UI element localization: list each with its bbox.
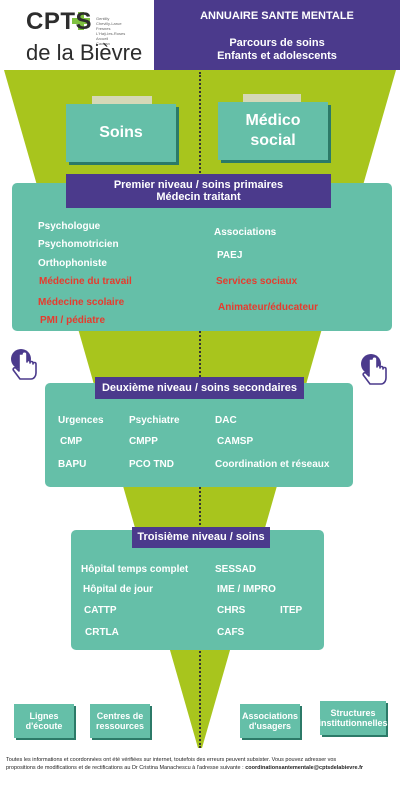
level3-item: CAFS <box>217 627 245 638</box>
footer-line-2: propositions de modifications et de rect… <box>6 764 396 772</box>
footer-disclaimer: Toutes les informations et coordonnées o… <box>6 756 396 772</box>
page-subtitle: Parcours de soins Enfants et adolescents <box>154 37 400 63</box>
level2-item: DAC <box>215 415 237 426</box>
level2-title: Deuxième niveau / soins secondaires <box>95 377 304 399</box>
level1-item: Animateur/éducateur <box>218 302 319 313</box>
pointing-hand-icon <box>11 349 37 380</box>
level1-title: Premier niveau / soins primaires Médecin… <box>66 174 331 208</box>
level2-item: CAMSP <box>217 436 254 447</box>
level2-item: Urgences <box>58 415 104 426</box>
page-title: ANNUAIRE SANTE MENTALE <box>200 10 354 22</box>
level1-item: Médecine du travail <box>39 276 132 287</box>
level3-item: ITEP <box>280 605 303 616</box>
category-medico-social: Médico social <box>218 102 328 160</box>
logo-tagline-1: Gentilly <box>96 16 110 21</box>
level3-panel <box>71 530 324 650</box>
level1-item: Orthophoniste <box>38 258 107 269</box>
level1-item: Services sociaux <box>216 276 298 287</box>
level1-title-line-1: Premier niveau / soins primaires <box>113 179 284 191</box>
level1-item: Médecine scolaire <box>38 297 125 308</box>
level3-item: Hôpital de jour <box>83 584 153 595</box>
level2-item: Coordination et réseaux <box>215 459 330 470</box>
bottom-box-centres-ressources: Centres de ressources <box>90 704 150 738</box>
subtitle-line-2: Enfants et adolescents <box>217 50 337 62</box>
page-header: ANNUAIRE SANTE MENTALE Parcours de soins… <box>154 0 400 70</box>
logo-cpts: CPTS <box>26 8 93 35</box>
bottom-box-associations-usagers: Associations d'usagers <box>240 704 300 738</box>
level2-item: CMPP <box>129 436 158 447</box>
level1-item: Psychologue <box>38 221 101 232</box>
category-medico-label-1: Médico <box>245 112 301 129</box>
level2-item: Psychiatre <box>129 415 180 426</box>
level1-item: Psychomotricien <box>38 239 119 250</box>
category-medico-label-2: social <box>250 132 296 149</box>
logo-tagline-5: Arcueil <box>96 36 109 41</box>
level2-item: BAPU <box>58 459 87 470</box>
level3-item: SESSAD <box>215 564 257 575</box>
category-soins: Soins <box>66 104 176 162</box>
level2-item: CMP <box>60 436 83 447</box>
level3-item: CRTLA <box>85 627 119 638</box>
level1-item: PAEJ <box>217 250 243 261</box>
bottom-box-structures-institutionnelles: Structures institutionnelles <box>319 701 388 735</box>
logo-tagline-3: Fresnes <box>96 26 111 31</box>
category-soins-label: Soins <box>99 124 143 141</box>
medical-cross-icon <box>72 12 90 30</box>
footer-line-2-text: propositions de modifications et de rect… <box>6 765 246 771</box>
logo-tagline-6: Cachan <box>96 41 110 46</box>
level3-item: IME / IMPRO <box>217 584 276 595</box>
level3-item: CHRS <box>217 605 246 616</box>
logo-tagline-2: Chevilly-Larue <box>96 21 122 26</box>
logo: CPTS de la Bièvre Gentilly Chevilly-Laru… <box>0 0 152 70</box>
bottom-box-lignes-ecoute: Lignes d'écoute <box>14 704 74 738</box>
subtitle-line-1: Parcours de soins <box>229 37 325 49</box>
logo-bievre: de la Bièvre <box>26 40 143 65</box>
footer-email-link[interactable]: coordinationsantementale@cptsdelabievre.… <box>245 765 364 771</box>
level3-item: CATTP <box>84 605 117 616</box>
pointing-hand-icon <box>361 354 387 385</box>
level1-title-line-2: Médecin traitant <box>156 191 241 203</box>
level2-item: PCO TND <box>129 459 174 470</box>
level2-panel <box>45 383 353 487</box>
level3-item: Hôpital temps complet <box>81 564 189 575</box>
logo-tagline-4: L'Haÿ-les-Roses <box>96 31 126 36</box>
level3-title: Troisième niveau / soins <box>132 527 270 548</box>
footer-line-1: Toutes les informations et coordonnées o… <box>6 757 337 763</box>
level1-item: PMI / pédiatre <box>40 315 106 326</box>
level1-item: Associations <box>214 227 277 238</box>
